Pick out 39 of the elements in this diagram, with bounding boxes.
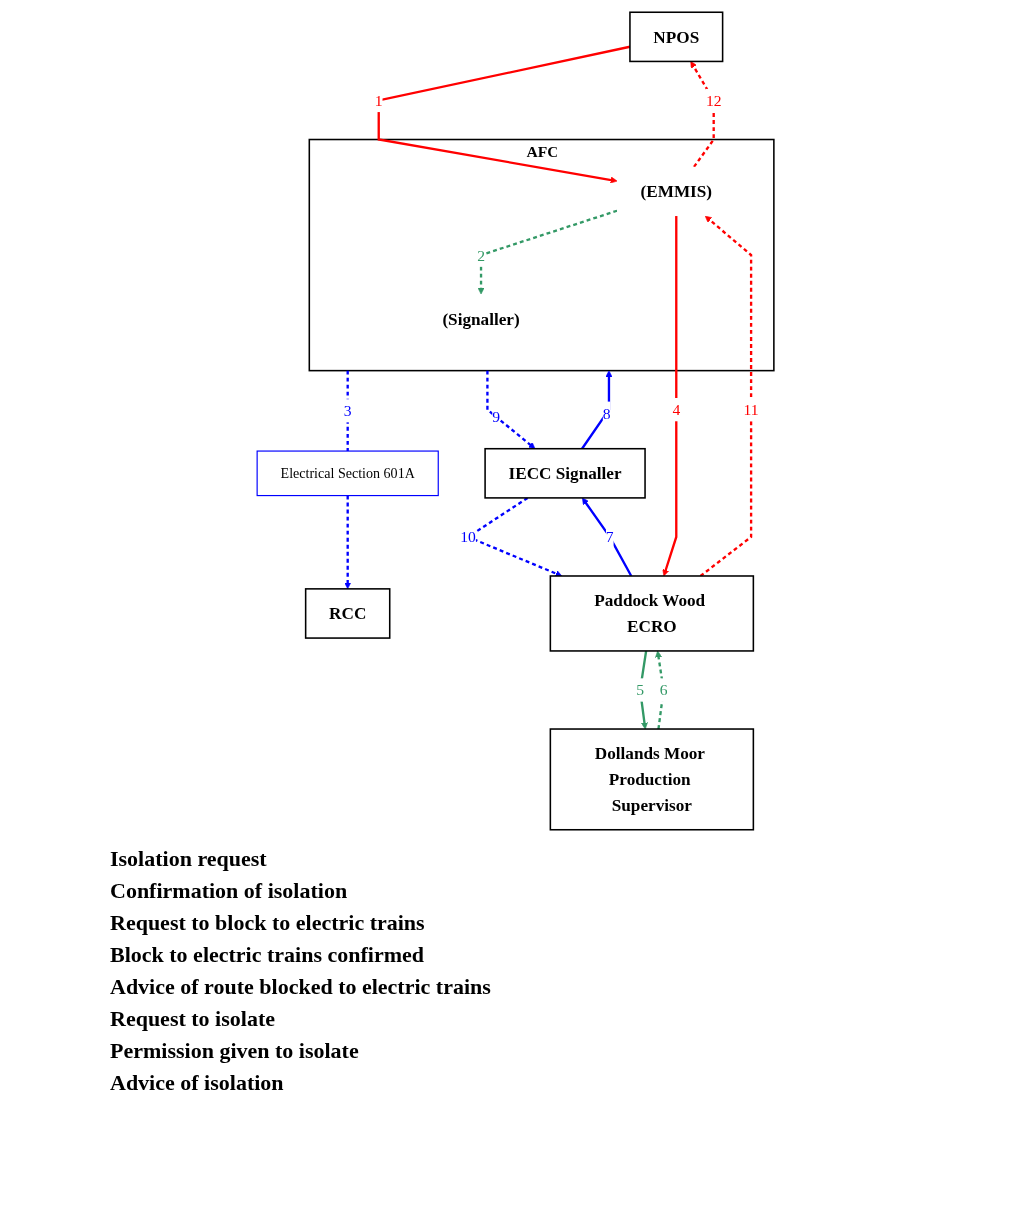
node-box: Dollands Moor Production Supervisor [549, 728, 755, 831]
node-box: NPOS [629, 11, 724, 63]
arrow [638, 650, 648, 730]
arrow [699, 215, 753, 577]
arrow [344, 495, 352, 590]
arrow [477, 209, 618, 295]
arrow [582, 497, 633, 577]
arrow [690, 61, 715, 168]
legend-text: Advice of isolation [110, 1070, 285, 1096]
node-text: (Signaller) [442, 308, 520, 329]
edge-label: 9 [492, 408, 501, 426]
arrow [662, 216, 678, 577]
node-text: (EMMIS) [640, 181, 713, 202]
edge-label: 1 [374, 91, 383, 110]
connector [346, 370, 349, 452]
edge-label: 2 [477, 246, 485, 264]
legend-text: Request to isolate [110, 1006, 276, 1032]
edge-label: 10 [460, 528, 476, 546]
edge-label: 6 [659, 681, 668, 699]
edge-label: 5 [636, 681, 645, 699]
edge-label: 4 [672, 401, 681, 419]
edge-label: 11 [743, 401, 759, 419]
node-box: Paddock Wood ECRO [549, 575, 755, 652]
legend-text: Advice of route blocked to electric trains [110, 974, 492, 1000]
edge-label: 3 [343, 402, 352, 420]
legend-text: Confirmation of isolation [110, 878, 349, 904]
legend-text: Isolation request [110, 846, 268, 872]
arrow [655, 650, 665, 730]
arrow [486, 370, 536, 450]
edge-label: 7 [605, 528, 614, 546]
node-box: RCC [304, 588, 391, 639]
node-box: IECC Signaller [484, 447, 646, 499]
edge-label: 12 [705, 91, 722, 110]
legend-text: Permission given to isolate [110, 1038, 360, 1064]
legend-text: Request to block to electric trains [110, 910, 426, 936]
legend-text: Block to electric trains confirmed [110, 942, 425, 968]
edge-label: 8 [602, 404, 611, 422]
node-box: Electrical Section 601A [256, 450, 439, 497]
arrow [581, 370, 613, 450]
